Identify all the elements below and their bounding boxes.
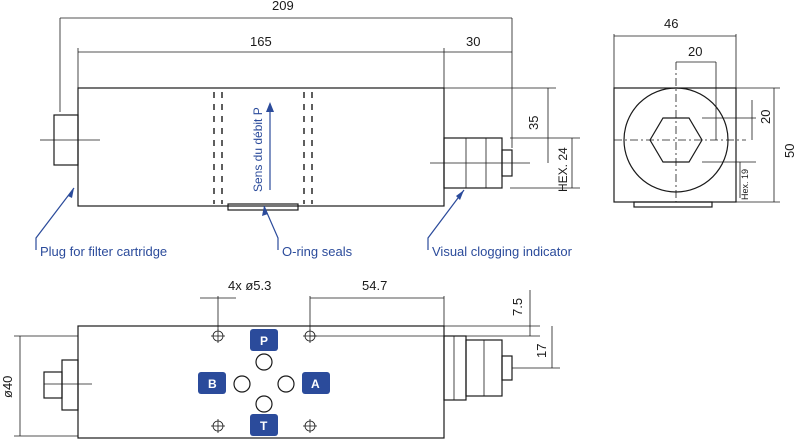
dim-hex-small: Hex. 19	[740, 169, 750, 200]
svg-text:A: A	[311, 377, 320, 391]
bottom-view: P B A T 4x ø5.3 54.7 7.5 17	[0, 278, 560, 439]
dim-top-offset: 35	[526, 116, 541, 130]
callout-indicator: Visual clogging indicator	[432, 244, 573, 259]
dim-holes: 4x ø5.3	[228, 278, 271, 293]
dim-offset-medium: 17	[534, 344, 549, 358]
bottom-plug-outer	[61, 359, 79, 411]
dim-indicator-length: 30	[466, 34, 480, 49]
side-view: 46 20 20 50 Hex. 19	[613, 16, 797, 208]
flow-arrow-head	[266, 102, 274, 112]
front-view: Sens du débit P 209 165 30 35 HEX. 24	[40, 0, 580, 211]
dim-side-width: 46	[664, 16, 678, 31]
port-badge-t: T	[250, 414, 278, 436]
mounting-hole-bl	[211, 419, 225, 433]
dim-side-inner-width: 20	[688, 44, 702, 59]
dim-overall-length: 209	[272, 0, 294, 13]
callout-seals: O-ring seals	[282, 244, 353, 259]
callouts: Plug for filter cartridge O-ring seals V…	[35, 187, 573, 259]
port-badge-p: P	[250, 329, 278, 351]
dim-offset-small: 7.5	[510, 298, 525, 316]
callout-leader-indicator	[427, 189, 465, 250]
svg-text:T: T	[260, 419, 268, 433]
port-badge-b: B	[198, 372, 226, 394]
dim-hole-spacing: 54.7	[362, 278, 387, 293]
port-hole-b	[233, 375, 251, 393]
dim-side-height: 50	[782, 144, 797, 158]
bottom-plug-inner	[43, 371, 63, 399]
callout-plug: Plug for filter cartridge	[40, 244, 167, 259]
side-body	[613, 87, 737, 203]
mounting-hole-tl	[211, 329, 225, 343]
flow-label: Sens du débit P	[251, 107, 265, 192]
svg-text:P: P	[260, 334, 268, 348]
bottom-indicator-cap	[501, 355, 513, 381]
port-badge-a: A	[302, 372, 330, 394]
dim-diameter-plug: ø40	[0, 376, 15, 398]
port-hole-a	[277, 375, 295, 393]
dim-hex-indicator: HEX. 24	[556, 147, 570, 192]
port-hole-t	[255, 395, 273, 413]
front-bottom-tab	[227, 203, 299, 211]
side-bottom-tab	[633, 201, 713, 208]
dim-body-length: 165	[250, 34, 272, 49]
callout-leader-seals	[263, 205, 279, 250]
bottom-indicator-hex	[443, 335, 467, 401]
dim-side-inner-height: 20	[758, 110, 773, 124]
callout-leader-plug	[35, 187, 75, 250]
mounting-hole-br	[303, 419, 317, 433]
port-hole-p	[255, 353, 273, 371]
svg-text:B: B	[208, 377, 217, 391]
